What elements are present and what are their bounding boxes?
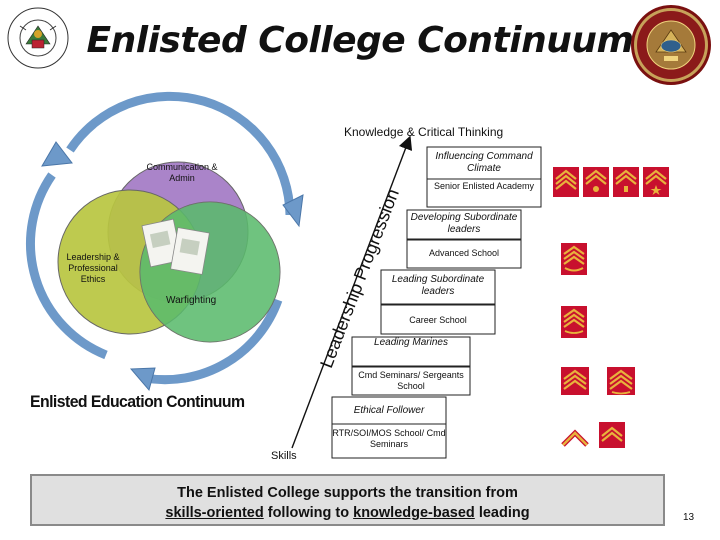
axis-bottom-label: Skills [271,450,297,462]
page-title: Enlisted College Continuum [86,20,634,61]
step-cmd-seminars-sergeants-school: Cmd Seminars/ Sergeants School [358,370,464,391]
mcu-seal-logo [6,6,70,70]
ring-arrowhead [282,194,304,228]
step-rtr-soi-mos-school: RTR/SOI/MOS School/ Cmd Seminars [332,428,446,449]
communication-label: Communication & Admin [146,162,218,183]
cemmed-seal-logo [630,4,712,86]
education-continuum-label: Enlisted Education Continuum [30,392,245,411]
footer-line1: The Enlisted College supports the transi… [177,485,518,501]
leadership-label: Leadership & Professional Ethics [66,252,120,284]
ring-arrowhead [129,367,156,392]
warfighting-label: Warfighting [166,295,217,306]
footer-box [30,474,665,526]
footer-line2: skills-oriented following to knowledge-b… [30,503,665,523]
footer-leading: leading [474,505,530,521]
footer-skills-oriented: skills-oriented [165,505,264,521]
step-leading-marines: Leading Marines [374,337,448,348]
step-career-school: Career School [409,315,467,325]
step-ethical-follower: Ethical Follower [353,405,425,416]
step-leading-subordinate-leaders: Leading Subordinate leaders [391,274,485,297]
axis-top-label: Knowledge & Critical Thinking [344,125,504,139]
footer-following: following to [263,505,354,521]
rank-insignia-group [553,167,669,448]
cycle-ring [25,91,295,385]
step-developing-subordinate-leaders: Developing Subordinate leaders [410,212,518,235]
page-number: 13 [683,512,695,523]
step-influencing-command-climate: Influencing Command Climate [435,151,533,174]
ring-arrowhead [41,141,73,167]
footer-knowledge-based: knowledge-based [353,505,475,521]
step-senior-enlisted-academy: Senior Enlisted Academy [433,181,535,191]
step-advanced-school: Advanced School [428,248,500,258]
books-image [141,218,210,275]
footer-text: The Enlisted College supports the transi… [30,483,665,523]
